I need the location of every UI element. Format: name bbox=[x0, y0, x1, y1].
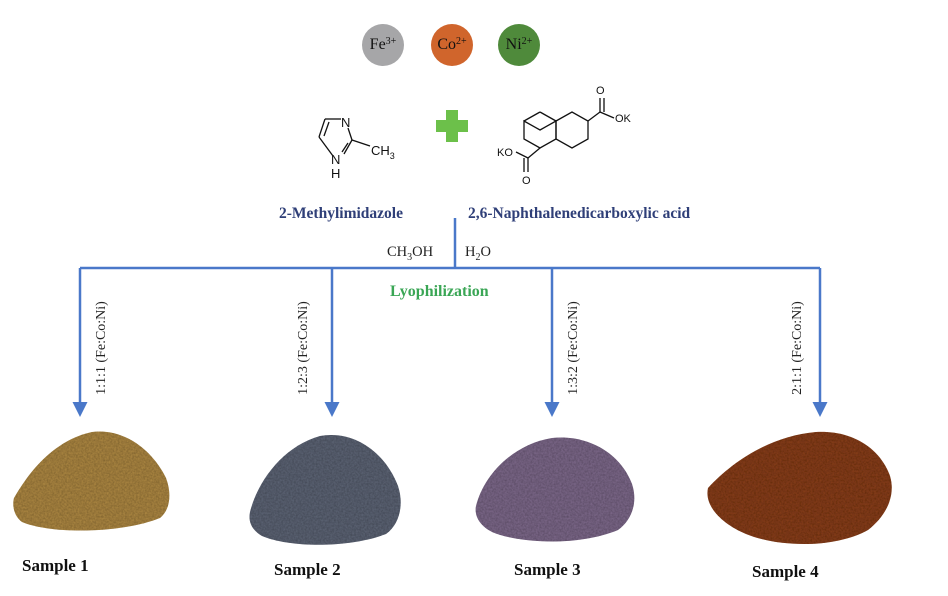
naphthalene-ok: OK bbox=[615, 113, 632, 125]
ratio-label-sample-2: 1:2:3 (Fe:Co:Ni) bbox=[296, 301, 311, 395]
powder-sample-2 bbox=[249, 434, 401, 545]
imidazole-n-top: N bbox=[341, 115, 350, 130]
sample-3-label: Sample 3 bbox=[514, 560, 581, 579]
co-charge: 2+ bbox=[456, 36, 467, 47]
naphthalene-o-top: O bbox=[596, 85, 605, 97]
ratio-label-sample-3: 1:3:2 (Fe:Co:Ni) bbox=[566, 301, 581, 395]
plus-icon bbox=[436, 110, 468, 142]
powder-sample-3 bbox=[475, 437, 635, 542]
imidazole-h: H bbox=[331, 166, 340, 181]
fe-charge: 3+ bbox=[385, 36, 397, 47]
powder-sample-1 bbox=[13, 431, 170, 531]
ni-symbol: Ni bbox=[505, 36, 522, 53]
sample-4-label: Sample 4 bbox=[752, 562, 819, 581]
imidazole-n-bottom: N bbox=[331, 152, 340, 167]
ratio-label-sample-4: 2:1:1 (Fe:Co:Ni) bbox=[790, 301, 805, 395]
naphthalene-ko: KO bbox=[497, 147, 513, 159]
flow-arrows bbox=[72, 218, 828, 417]
methylimidazole-structure: N N H CH3 bbox=[318, 115, 395, 181]
naphthalenedicarboxylic-label: 2,6-Naphthalenedicarboxylic acid bbox=[468, 205, 691, 222]
sample-1-label: Sample 1 bbox=[22, 556, 89, 575]
water-main: H bbox=[465, 244, 476, 260]
methanol-rest: OH bbox=[412, 244, 434, 260]
fe-symbol: Fe bbox=[369, 36, 386, 53]
powder-sample-4 bbox=[707, 431, 892, 545]
lyophilization-label: Lyophilization bbox=[390, 283, 489, 300]
naphthalene-dicarboxylate-structure: O OK KO O bbox=[497, 85, 632, 187]
solvent-water: H2O bbox=[465, 244, 491, 263]
ni-charge: 2+ bbox=[521, 36, 533, 47]
solvent-methanol: CH3OH bbox=[387, 244, 433, 263]
methylimidazole-label: 2-Methylimidazole bbox=[279, 205, 403, 222]
co-symbol: Co bbox=[437, 36, 457, 53]
ratio-label-sample-1: 1:1:1 (Fe:Co:Ni) bbox=[94, 301, 109, 395]
naphthalene-o-bottom: O bbox=[522, 175, 531, 187]
methanol-sub: 3 bbox=[407, 251, 413, 263]
imidazole-methyl: CH3 bbox=[371, 143, 395, 161]
sample-2-label: Sample 2 bbox=[274, 560, 341, 579]
water-sub: 2 bbox=[475, 251, 481, 263]
methanol-main: CH bbox=[387, 244, 408, 260]
water-rest: O bbox=[480, 244, 491, 260]
